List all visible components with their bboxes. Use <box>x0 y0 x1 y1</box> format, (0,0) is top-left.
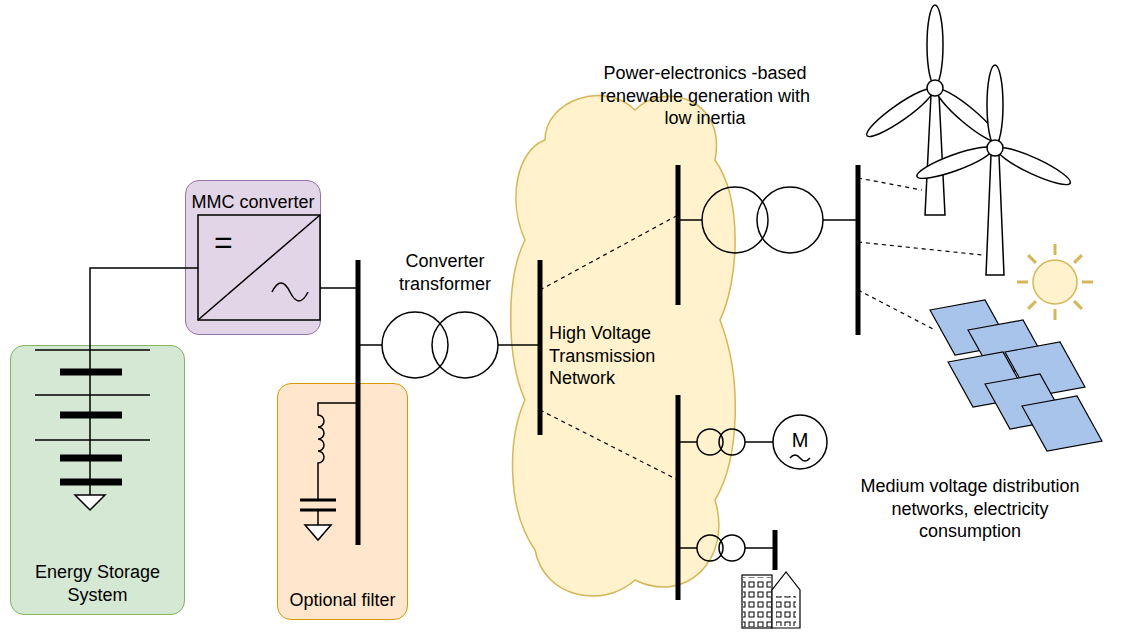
transformer-symbol <box>678 219 702 221</box>
transformer-symbol <box>745 547 775 549</box>
busbar <box>676 165 681 305</box>
component-label: Converter transformer <box>385 250 505 295</box>
dashed-line <box>858 242 982 255</box>
dashed-line <box>858 178 922 190</box>
transformer-symbol <box>358 344 382 346</box>
busbar <box>356 260 361 545</box>
wind-turbine <box>927 80 943 96</box>
transformer-symbol <box>823 219 858 221</box>
inverter-symbol <box>185 267 198 269</box>
wind-turbine <box>986 155 1004 275</box>
wind-turbine <box>987 140 1003 156</box>
cloud-outline <box>511 96 736 596</box>
dc-symbol: = <box>214 222 254 262</box>
sun-icon <box>1074 301 1082 309</box>
transformer-symbol <box>498 344 540 346</box>
dashed-line <box>540 215 678 290</box>
transformer-symbol <box>678 441 697 443</box>
sun-icon <box>1082 281 1093 284</box>
battery-symbol <box>89 345 91 495</box>
sun-icon <box>1054 309 1057 320</box>
transformer-symbol <box>358 187 858 561</box>
battery-symbol <box>60 412 122 419</box>
busbar <box>773 530 778 570</box>
node-text: High Voltage Transmission Network <box>549 322 684 390</box>
dashed-line <box>540 178 982 480</box>
motor-label: M <box>780 428 820 453</box>
label-holder: M <box>780 428 820 453</box>
transformer-symbol <box>757 187 823 253</box>
filter-symbol <box>318 403 358 500</box>
battery-symbol <box>35 394 150 396</box>
filter-symbol <box>300 499 336 502</box>
busbar <box>856 165 861 335</box>
motor-symbol <box>790 455 810 461</box>
inverter-symbol <box>320 287 358 289</box>
solar-panel <box>1022 396 1102 451</box>
inverter-symbol <box>198 215 320 320</box>
inverter-symbol <box>272 283 308 301</box>
inverter-symbol <box>185 215 358 320</box>
transformer-symbol <box>432 312 498 378</box>
label-holder: Converter transformer <box>385 250 505 295</box>
wind-turbine <box>927 5 943 85</box>
transformer-symbol <box>702 187 768 253</box>
wind-turbine <box>925 95 945 215</box>
sun-icon <box>1028 301 1036 309</box>
sun-icon <box>1017 244 1093 320</box>
building-icon <box>742 575 772 628</box>
building-icon <box>743 577 771 627</box>
wind-turbine <box>862 83 937 142</box>
sun-icon <box>1033 260 1077 304</box>
label-holder: Power-electronics -based renewable gener… <box>585 62 825 130</box>
node-text: Optional filter <box>283 589 401 612</box>
sun-icon <box>1017 244 1093 320</box>
node-text: Energy Storage System <box>11 561 184 606</box>
sun-icon <box>1028 255 1036 263</box>
load-label: Medium voltage distribution networks, el… <box>840 475 1100 543</box>
filter-symbol <box>300 403 358 540</box>
wind-turbine <box>987 65 1003 145</box>
busbar <box>358 165 858 600</box>
solar-panel <box>930 300 1102 451</box>
battery-symbol <box>60 369 122 376</box>
transformer-symbol <box>719 429 745 455</box>
filter-symbol <box>305 525 331 540</box>
generation-label: Power-electronics -based renewable gener… <box>585 62 825 130</box>
label-holder: = <box>214 222 254 262</box>
sun-icon <box>1017 281 1028 284</box>
battery-symbol <box>35 439 150 441</box>
busbar <box>538 260 543 435</box>
building-icon <box>742 572 800 628</box>
wind-turbine <box>914 142 995 184</box>
sun-icon <box>1074 255 1082 263</box>
battery-symbol <box>60 455 122 462</box>
wind-turbine <box>994 142 1073 190</box>
transformer-symbol <box>382 312 448 378</box>
filter-symbol <box>317 510 319 525</box>
building-icon <box>776 596 796 626</box>
transformer-symbol <box>719 535 745 561</box>
transformer-symbol <box>745 441 773 443</box>
dashed-line <box>540 410 678 480</box>
sun-icon <box>1054 244 1057 255</box>
node-text: MMC converter <box>191 191 314 214</box>
battery-symbol <box>75 495 105 510</box>
battery-symbol <box>35 345 150 510</box>
motor-symbol <box>773 415 827 469</box>
label-holder: Medium voltage distribution networks, el… <box>840 475 1100 543</box>
transformer-symbol <box>678 547 697 549</box>
inverter-symbol <box>198 215 320 320</box>
building-icon <box>772 572 800 628</box>
wind-turbine <box>862 5 1073 275</box>
busbar <box>676 395 681 600</box>
battery-symbol <box>35 349 150 351</box>
battery-symbol <box>60 479 122 486</box>
dashed-line <box>858 290 935 330</box>
motor-symbol <box>773 415 827 469</box>
filter-box: Optional filter <box>277 383 408 620</box>
wire-connector <box>90 268 185 345</box>
